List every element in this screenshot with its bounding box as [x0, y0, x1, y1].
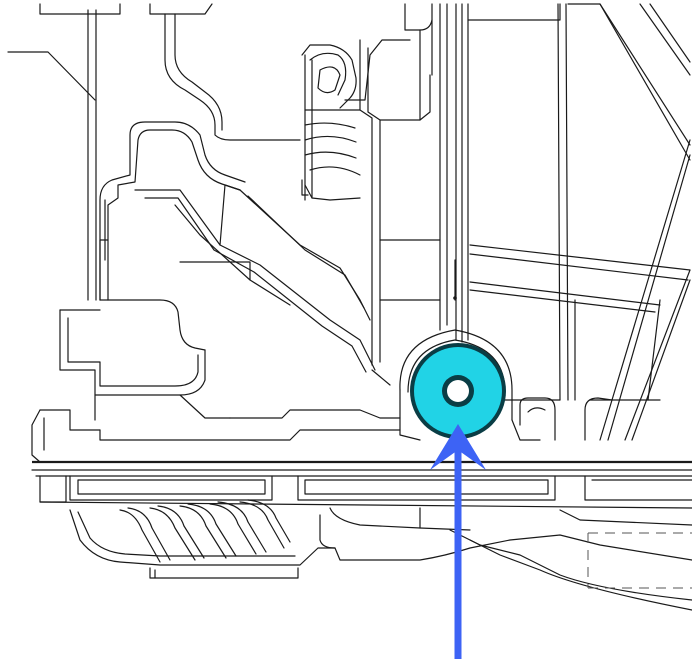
callout-arrow — [430, 424, 486, 659]
breather-valve — [301, 39, 411, 201]
pan-flange — [31, 409, 692, 509]
drain-plug — [410, 343, 506, 439]
housing-wall-left — [99, 121, 246, 301]
housing-right-section — [359, 3, 561, 386]
oil-pan — [69, 507, 692, 611]
diagonal-rib — [99, 184, 376, 373]
pan-fins — [119, 499, 291, 563]
drain-plug-bore — [447, 380, 469, 402]
left-step-block — [59, 309, 231, 421]
ribbed-panel — [469, 3, 691, 441]
upper-left-bracket — [7, 3, 301, 301]
